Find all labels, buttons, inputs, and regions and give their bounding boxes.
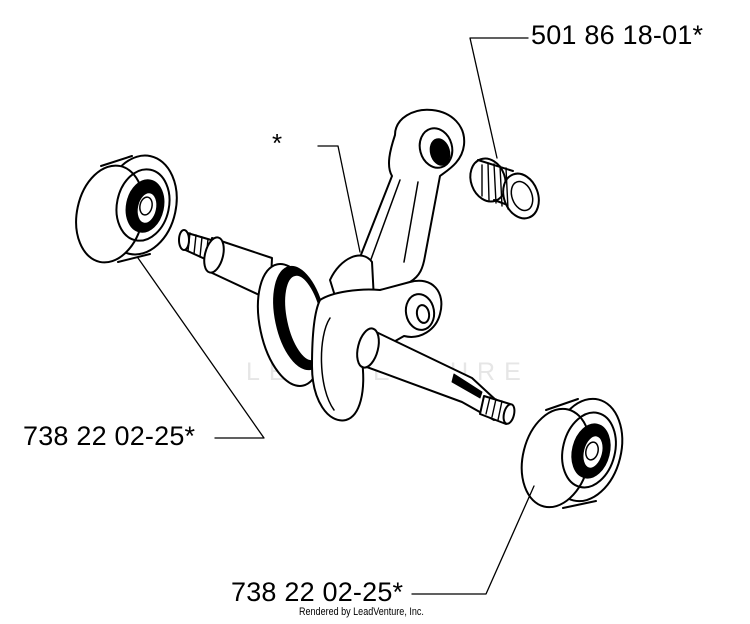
right-ball-bearing[interactable] — [512, 391, 633, 514]
leader-crankshaft — [318, 146, 360, 252]
needle-bearing[interactable] — [465, 154, 545, 224]
part-label-needle-bearing: 501 86 18-01* — [531, 20, 704, 50]
part-label-left-bearing: 738 22 02-25* — [23, 421, 196, 451]
leader-lines — [138, 38, 534, 594]
connecting-rod[interactable] — [354, 110, 464, 296]
leader-needle-bearing — [470, 38, 528, 158]
credit-text: Rendered by LeadVenture, Inc. — [299, 606, 424, 618]
leader-right-bearing — [412, 486, 534, 594]
crankshaft[interactable] — [179, 230, 516, 425]
part-label-crankshaft: * — [272, 128, 283, 158]
leader-left-bearing — [138, 258, 264, 438]
left-ball-bearing[interactable] — [68, 149, 186, 269]
part-label-right-bearing: 738 22 02-25* — [231, 577, 404, 607]
